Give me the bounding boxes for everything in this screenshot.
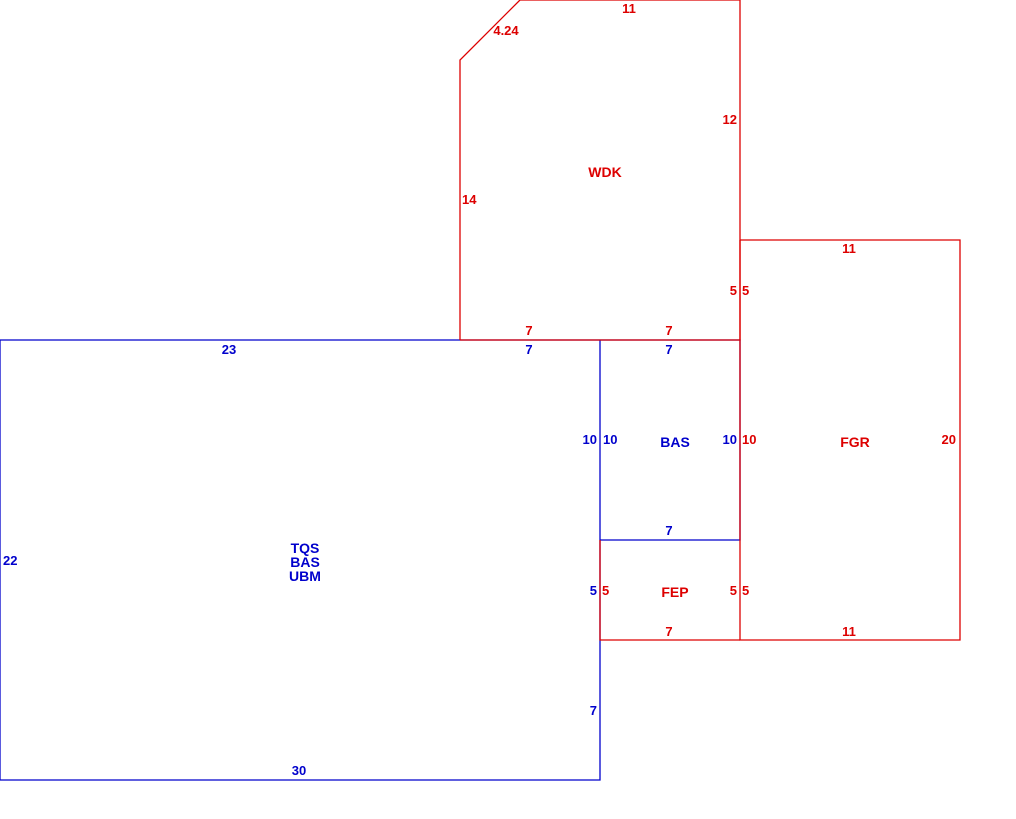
fep-area-outline (599, 540, 740, 641)
dim-wdk-top: 11 (622, 1, 636, 16)
dim-wdk-right: 12 (723, 112, 737, 127)
main-area-code-1: TQS (291, 540, 320, 556)
main-area-code-2: BAS (290, 554, 320, 570)
dim-fep-bottom: 7 (665, 624, 672, 639)
main-area-codes: TQS BAS UBM (289, 540, 321, 584)
main-area-code-3: UBM (289, 568, 321, 584)
dim-bas-top: 7 (665, 342, 672, 357)
dim-bas-right: 10 (723, 432, 737, 447)
dim-wdk-bottom-left: 7 (525, 323, 532, 338)
dim-main-top-right: 7 (525, 342, 532, 357)
fgr-area-outline (739, 239, 961, 641)
wdk-area-outline (459, 0, 741, 341)
dim-fep-right: 5 (730, 583, 737, 598)
dim-wdk-diagonal: 4.24 (493, 23, 519, 38)
dim-wdk-bottom-right: 7 (665, 323, 672, 338)
dim-main-right-mid: 5 (590, 583, 597, 598)
fgr-area-code: FGR (840, 434, 870, 450)
dim-main-left: 22 (3, 553, 17, 568)
dim-wdk-right-lower: 5 (730, 283, 737, 298)
dim-fgr-left-upper: 5 (742, 283, 749, 298)
dim-wdk-left: 14 (462, 192, 477, 207)
dim-main-right-lower: 7 (590, 703, 597, 718)
dim-fgr-right: 20 (942, 432, 956, 447)
dim-fgr-left-lower: 5 (742, 583, 749, 598)
dim-fgr-top: 11 (842, 241, 856, 256)
dim-bas-bottom: 7 (665, 523, 672, 538)
dim-fep-left: 5 (602, 583, 609, 598)
dim-bas-left: 10 (603, 432, 617, 447)
fep-area-code: FEP (661, 584, 688, 600)
dim-main-top-left: 23 (222, 342, 236, 357)
dim-main-right-upper: 10 (583, 432, 597, 447)
dim-fgr-left-mid: 10 (742, 432, 756, 447)
dim-fgr-bottom: 11 (842, 624, 856, 639)
bas-area-code: BAS (660, 434, 690, 450)
dim-main-bottom: 30 (292, 763, 306, 778)
wdk-area-code: WDK (588, 164, 621, 180)
